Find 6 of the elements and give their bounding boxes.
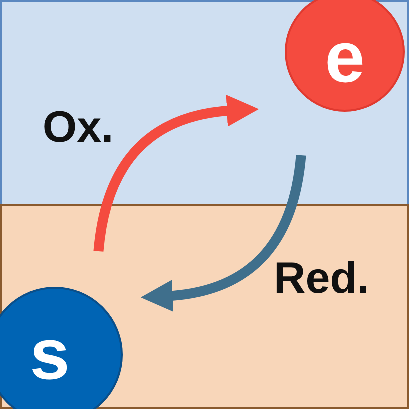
node-letter: e [324,22,366,94]
curved-arrow [94,95,260,252]
curved-arrow [140,154,306,312]
edge-label: Ox. [42,103,114,154]
edge-label: Red. [274,254,370,304]
node-letter: s [30,319,70,391]
